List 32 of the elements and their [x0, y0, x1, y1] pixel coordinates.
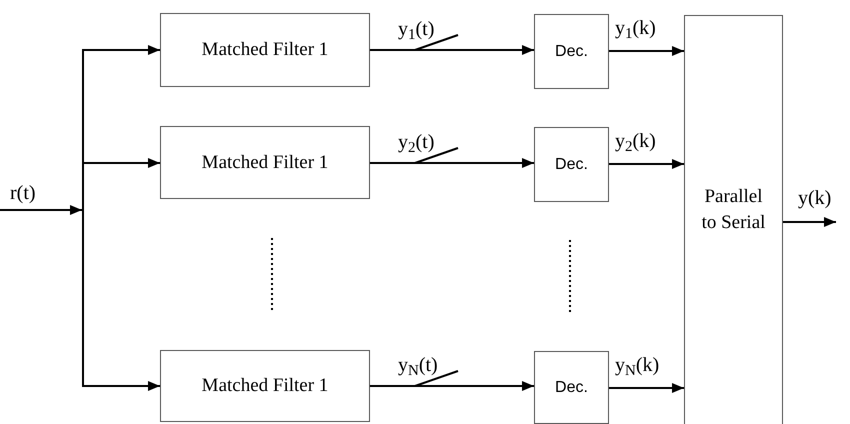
arrow — [783, 217, 836, 227]
signal-label: y$_{2}$(k) — [615, 129, 656, 154]
arrow — [609, 383, 684, 393]
signal-label: y$_{N}$(t) — [398, 353, 438, 378]
switch-arrow — [370, 158, 534, 168]
input-arrow — [0, 205, 82, 215]
filter-box — [160, 126, 370, 199]
box-label: Dec. — [555, 42, 588, 62]
switch-arrow — [370, 381, 534, 391]
filter-box — [160, 13, 370, 87]
box-label: Parallel to Serial — [700, 185, 766, 235]
signal-label: y$_{2}$(t) — [398, 130, 434, 155]
box-label: Matched Filter 1 — [202, 150, 328, 174]
arrow — [609, 46, 684, 56]
signal-label: y(k) — [798, 186, 832, 211]
arrow — [82, 158, 160, 210]
switch-arrow — [370, 45, 534, 55]
arrow — [609, 159, 684, 169]
converter-box — [684, 15, 783, 424]
arrow — [82, 210, 160, 391]
decision-box — [534, 14, 609, 89]
box-label: Dec. — [555, 154, 588, 174]
decision-box — [534, 127, 609, 202]
signal-label: y$_{1}$(t) — [398, 17, 434, 42]
signal-label: r(t) — [10, 181, 36, 206]
signal-label: y$_{N}$(k) — [615, 353, 660, 378]
decision-box — [534, 351, 609, 424]
box-label: Matched Filter 1 — [202, 38, 328, 62]
box-label: Matched Filter 1 — [202, 374, 328, 398]
filter-box — [160, 350, 370, 422]
box-label: Dec. — [555, 378, 588, 398]
signal-label: y$_{1}$(k) — [615, 16, 656, 41]
